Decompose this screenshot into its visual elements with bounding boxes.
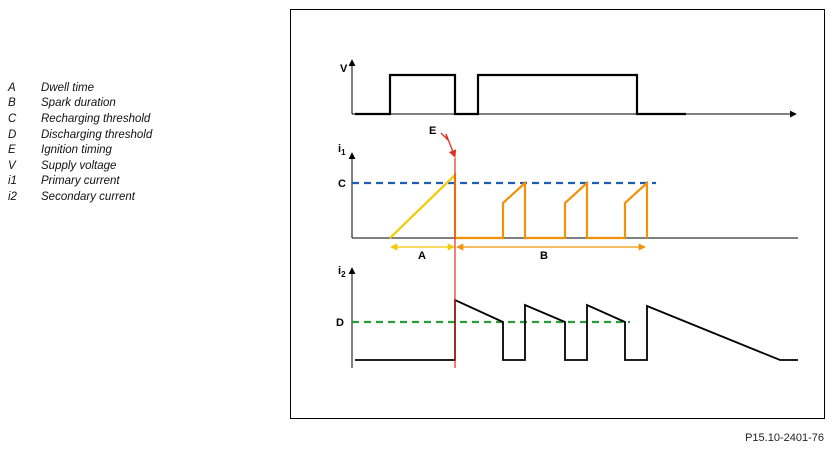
- legend-item-i1: i1 Primary current: [8, 174, 152, 190]
- diagram-frame: [290, 9, 825, 419]
- legend-label: Supply voltage: [41, 159, 117, 172]
- legend-key: C: [8, 112, 17, 125]
- primary-current-recharging: [455, 180, 649, 240]
- i1-axis-label: i1: [338, 143, 346, 157]
- d-label: D: [336, 317, 344, 329]
- legend-item-b: B Spark duration: [8, 96, 152, 112]
- legend: A Dwell time B Spark duration C Rechargi…: [8, 80, 152, 205]
- primary-current-dwell-ramp: [389, 172, 457, 239]
- legend-label: Dwell time: [41, 81, 95, 94]
- supply-voltage-waveform: [355, 73, 686, 116]
- legend-item-c: C Recharging threshold: [8, 111, 152, 127]
- legend-label: Secondary current: [41, 190, 135, 203]
- a-label: A: [418, 250, 426, 262]
- legend-key: V: [8, 159, 16, 172]
- secondary-current-waveform: [355, 298, 798, 361]
- legend-item-d: D Discharging threshold: [8, 127, 152, 143]
- legend-item-v: V Supply voltage: [8, 158, 152, 174]
- legend-key: B: [8, 97, 16, 110]
- i1-axis: [348, 152, 798, 239]
- legend-label: Recharging threshold: [41, 112, 151, 125]
- v-axis-label: V: [340, 63, 348, 75]
- legend-item-a: A Dwell time: [8, 80, 152, 96]
- legend-item-i2: i2 Secondary current: [8, 189, 152, 205]
- legend-label: Primary current: [41, 175, 120, 188]
- legend-key: A: [8, 81, 16, 94]
- legend-label: Discharging threshold: [41, 128, 153, 141]
- i2-axis-label: i2: [338, 265, 346, 279]
- legend-key: i1: [8, 175, 17, 188]
- figure-reference: P15.10-2401-76: [745, 432, 824, 444]
- legend-key: D: [8, 128, 17, 141]
- ignition-spark-icon: [440, 132, 457, 158]
- b-label: B: [540, 250, 548, 262]
- e-label: E: [429, 125, 436, 137]
- legend-label: Ignition timing: [41, 144, 112, 157]
- legend-key: i2: [8, 190, 17, 203]
- legend-key: E: [8, 144, 16, 157]
- legend-item-e: E Ignition timing: [8, 142, 152, 158]
- c-label: C: [338, 178, 346, 190]
- legend-label: Spark duration: [41, 97, 116, 110]
- v-axis: [348, 59, 797, 118]
